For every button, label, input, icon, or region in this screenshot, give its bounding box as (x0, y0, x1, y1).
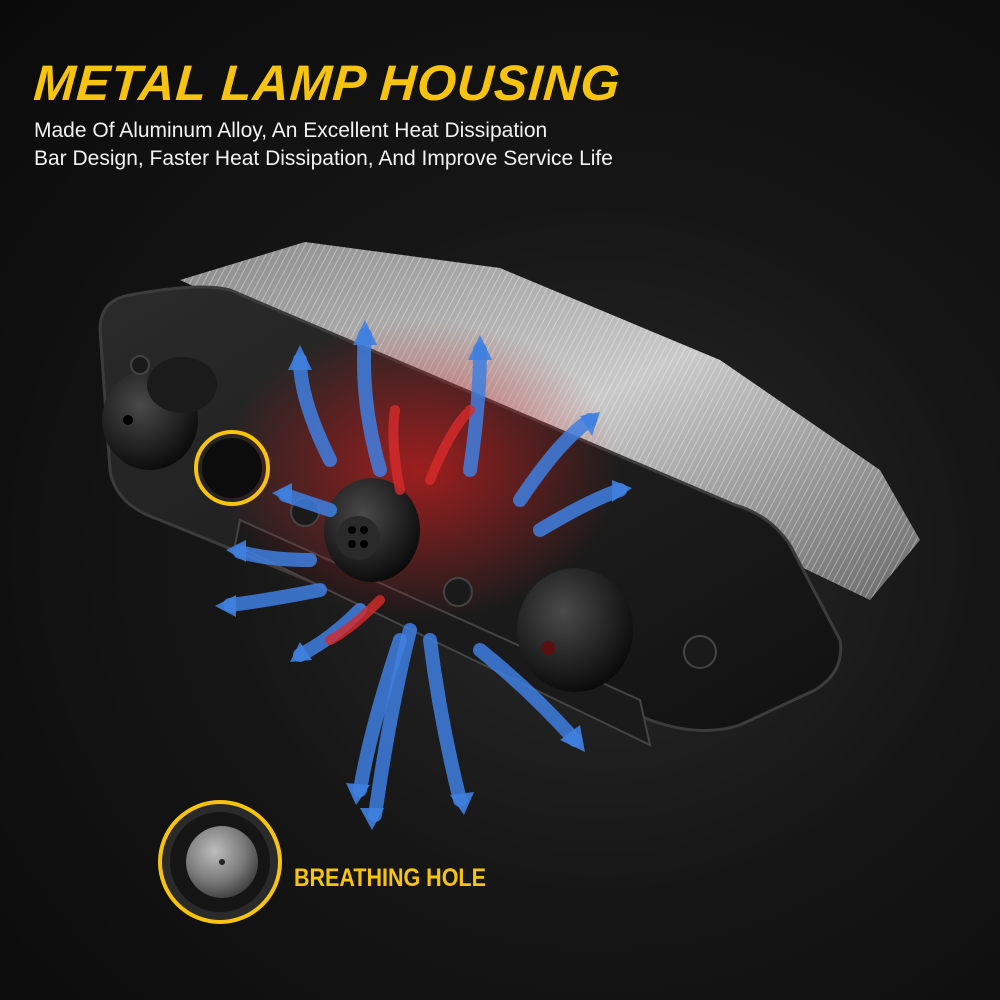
heat-glow (220, 320, 620, 620)
feature-description: Made Of Aluminum Alloy, An Excellent Hea… (34, 117, 613, 173)
breathing-hole-highlight (194, 430, 270, 506)
description-line: Bar Design, Faster Heat Dissipation, And… (34, 147, 613, 170)
breathing-hole-inset (158, 800, 282, 924)
description-line: Made Of Aluminum Alloy, An Excellent Hea… (34, 119, 548, 142)
airflow-arrows (215, 320, 632, 830)
connector-plug (324, 478, 420, 582)
breathing-hole-label: BREATHING HOLE (294, 864, 486, 892)
page-title: METAL LAMP HOUSING (32, 55, 623, 111)
mount-stud-right (517, 568, 633, 692)
mount-stud-left (102, 357, 217, 470)
